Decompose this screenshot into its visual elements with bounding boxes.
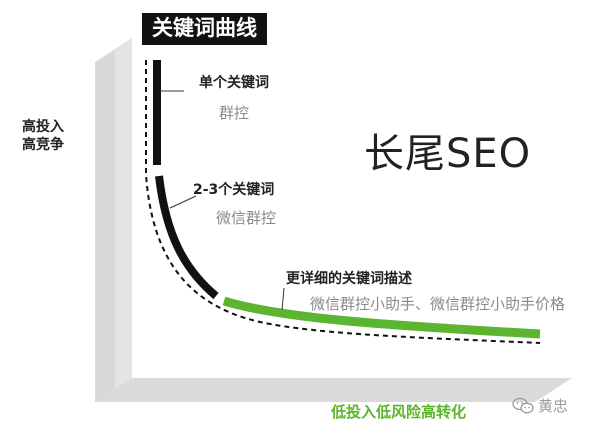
x-axis bbox=[95, 378, 572, 402]
head-segment-2-3-keywords bbox=[155, 175, 219, 300]
leader-line-2-3-keywords bbox=[169, 195, 197, 209]
segment-title-2-3-keywords: 2-3个关键词 bbox=[193, 182, 275, 198]
y-axis-face bbox=[115, 38, 132, 390]
segment-example-2-3-keywords: 微信群控 bbox=[216, 209, 277, 227]
watermark-text: 黄忠 bbox=[538, 397, 569, 415]
watermark: 黄忠 bbox=[512, 395, 568, 416]
y-axis-label-line-1: 高投入 bbox=[22, 119, 64, 135]
leader-line-detailed bbox=[281, 287, 285, 311]
segment-example-detailed: 微信群控小助手、微信群控小助手价格 bbox=[310, 295, 566, 313]
segment-example-single-keyword: 群控 bbox=[219, 104, 250, 122]
wechat-icon bbox=[512, 397, 534, 413]
curve-title: 关键词曲线 bbox=[142, 13, 267, 45]
y-axis-label-line-2: 高竞争 bbox=[22, 137, 64, 153]
y-axis-label: 高投入 高竞争 bbox=[22, 118, 64, 154]
long-tail-segment bbox=[222, 296, 541, 339]
segment-title-detailed: 更详细的关键词描述 bbox=[286, 271, 412, 287]
dashed-guide-curve bbox=[145, 60, 541, 344]
segment-title-single-keyword: 单个关键词 bbox=[199, 75, 269, 91]
x-axis-label: 低投入低风险高转化 bbox=[331, 403, 467, 421]
main-title: 长尾SEO bbox=[364, 131, 532, 177]
